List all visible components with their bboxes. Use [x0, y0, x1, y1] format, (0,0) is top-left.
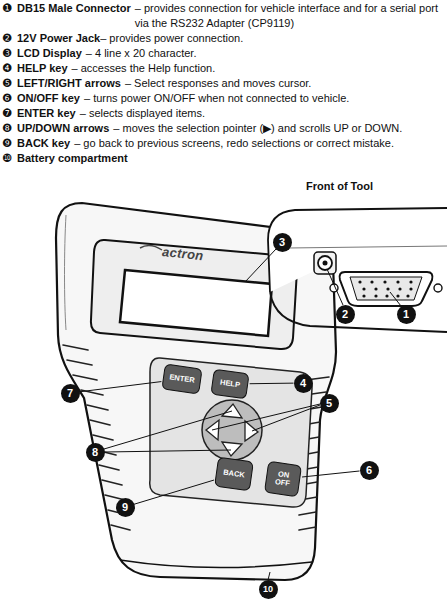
callout-text: 4 — [300, 378, 306, 389]
part-name: DB15 Male Connector — [17, 1, 131, 16]
part-description: – turns power ON/OFF when not connected … — [84, 91, 445, 106]
callout-number: 6 — [360, 461, 379, 480]
part-name: ON/OFF key — [17, 91, 80, 106]
bullet-number: ❽ — [2, 121, 17, 136]
part-name: UP/DOWN arrows — [17, 121, 109, 136]
callout-text: 1 — [403, 309, 409, 320]
callout-text: 7 — [67, 388, 73, 399]
callout-number: 10 — [259, 580, 278, 599]
callout-text: 10 — [263, 584, 273, 595]
callout-text: 2 — [342, 309, 348, 320]
list-row: ❺LEFT/RIGHT arrows – Select responses and… — [2, 76, 445, 91]
key-label: ON OFF — [271, 470, 295, 489]
callout-text: 5 — [326, 398, 332, 409]
callout-text: 6 — [366, 465, 372, 476]
bullet-number: ❻ — [2, 91, 17, 106]
bullet-number: ❺ — [2, 76, 17, 91]
list-row: ❼ENTER key – selects displayed items. — [2, 106, 445, 121]
part-description: – selects displayed items. — [80, 106, 445, 121]
list-row: ❸LCD Display – 4 line x 20 character. — [2, 46, 445, 61]
part-description: – 4 line x 20 character. — [86, 46, 445, 61]
part-name: Battery compartment — [17, 151, 128, 166]
list-row: ❾BACK key – go back to previous screens, … — [2, 136, 445, 151]
callout-number: 4 — [294, 374, 313, 393]
list-row: ❻ON/OFF key – turns power ON/OFF when not… — [2, 91, 445, 106]
list-row: ❶DB15 Male Connector – provides connectio… — [2, 1, 445, 31]
bullet-number: ❷ — [2, 31, 17, 46]
key-label: BACK — [223, 469, 246, 480]
back-key: BACK — [214, 457, 254, 492]
callout-number: 2 — [336, 305, 355, 324]
view-caption: Front of Tool — [306, 180, 373, 192]
part-name: ENTER key — [17, 106, 76, 121]
part-description: – provides connection for vehicle interf… — [135, 1, 445, 31]
callout-number: 1 — [397, 305, 416, 324]
list-row: ❿Battery compartment — [2, 151, 445, 166]
part-name: BACK key — [17, 136, 70, 151]
part-description: – go back to previous screens, redo sele… — [74, 136, 445, 151]
part-description: – Select responses and moves cursor. — [125, 76, 445, 91]
bullet-number: ❿ — [2, 151, 17, 166]
list-row: ❽UP/DOWN arrows – moves the selection poi… — [2, 121, 445, 136]
callout-number: 5 — [320, 394, 339, 413]
callout-text: 9 — [122, 502, 128, 513]
leader-line — [250, 383, 294, 385]
bullet-number: ❾ — [2, 136, 17, 151]
callout-number: 9 — [116, 498, 135, 517]
callout-number: 8 — [86, 443, 105, 462]
bullet-number: ❹ — [2, 61, 17, 76]
bullet-number: ❸ — [2, 46, 17, 61]
leader-line — [134, 480, 214, 504]
part-description: – accesses the Help function. — [72, 61, 445, 76]
leader-line — [79, 382, 161, 392]
on-off-key: ON OFF — [264, 461, 302, 497]
callout-number: 3 — [273, 233, 292, 252]
list-row: ❷12V Power Jack– provides power connecti… — [2, 31, 445, 46]
key-label: HELP — [220, 379, 241, 390]
list-row: ❹HELP key – accesses the Help function. — [2, 61, 445, 76]
part-description: – moves the selection pointer (▶) and sc… — [113, 121, 445, 136]
leader-line — [302, 471, 359, 477]
part-description: – provides power connection. — [100, 31, 445, 46]
bullet-number: ❶ — [2, 1, 17, 16]
parts-list: ❶DB15 Male Connector – provides connectio… — [2, 1, 445, 166]
help-key: HELP — [210, 369, 249, 400]
bullet-number: ❼ — [2, 106, 17, 121]
part-name: LCD Display — [17, 46, 82, 61]
key-label: ENTER — [169, 373, 195, 384]
callout-text: 3 — [279, 237, 285, 248]
part-name: 12V Power Jack — [17, 31, 100, 46]
enter-key: ENTER — [161, 363, 202, 394]
callout-number: 7 — [61, 384, 80, 403]
part-name: HELP key — [17, 61, 68, 76]
callout-text: 8 — [92, 447, 98, 458]
part-name: LEFT/RIGHT arrows — [17, 76, 121, 91]
